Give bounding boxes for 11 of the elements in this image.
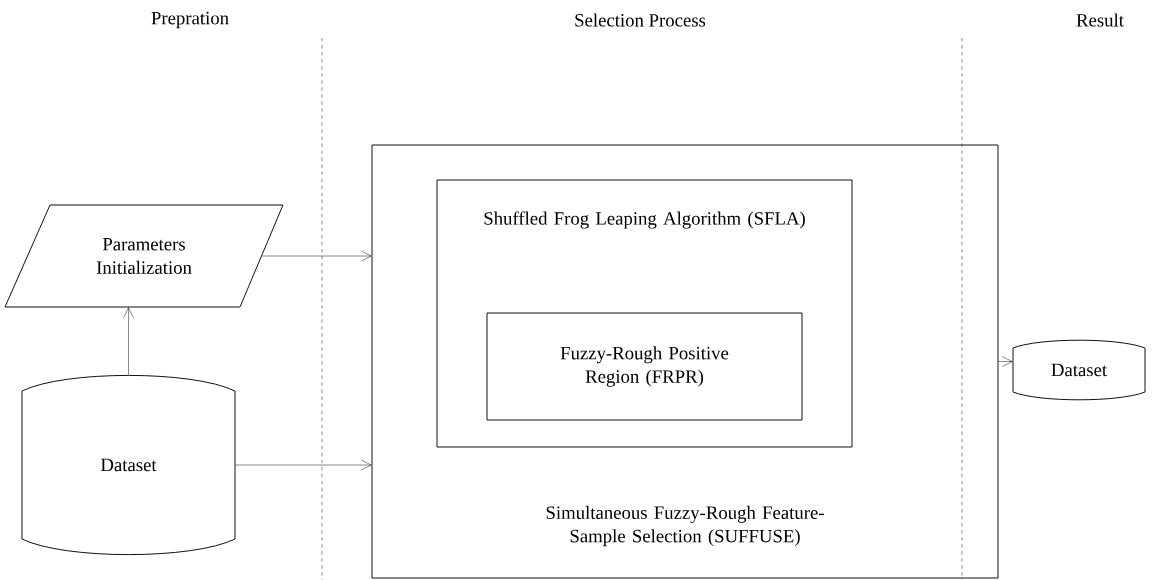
column-heading: Selection Process <box>575 13 706 27</box>
arrow <box>235 459 372 471</box>
column-heading: Prepration <box>151 11 229 29</box>
database-cylinder: Dataset <box>21 374 236 556</box>
arrow <box>262 250 372 262</box>
arrow <box>998 356 1013 367</box>
database-cylinder: Dataset <box>1012 339 1146 401</box>
process-box: Fuzzy-Rough Positive Region (FRPR) <box>486 312 803 421</box>
column-heading: Result <box>1076 13 1124 27</box>
arrow <box>123 307 134 375</box>
input-parallelogram: Parameters Initialization <box>4 204 284 308</box>
